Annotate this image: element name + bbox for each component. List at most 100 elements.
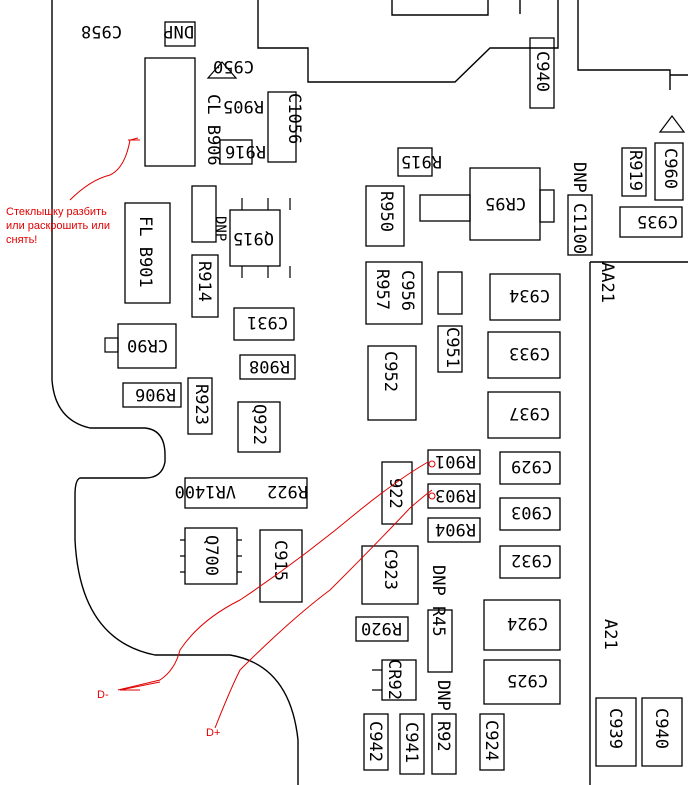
cr95-tab-right [539,189,555,223]
label-q915: Q915 [233,228,274,248]
label-aa21: AA21 [597,262,617,303]
c924b-body [479,713,505,771]
c960-body [654,142,684,201]
c932-body [499,545,561,579]
label-c951: C951 [442,327,462,368]
r92-body [431,713,457,775]
right-outline [577,0,688,90]
ic-region-lines [589,261,688,785]
triangle-marker-icon [206,61,238,79]
r950-body [365,185,405,247]
annotation-arrow-dminus [119,681,161,691]
label-c940: C940 [532,51,552,92]
q915-body [229,209,281,267]
label-r908: R908 [249,356,290,376]
q922-body [237,401,281,453]
label-c942: C942 [365,721,385,762]
c935-body [619,206,683,238]
label-cr90: CR90 [127,335,168,355]
label-c960: C960 [660,148,680,189]
annotation-leader-dplus [214,489,433,729]
label-a21: A21 [600,619,620,650]
c958-pad [164,21,196,47]
c1056-body [267,91,297,163]
label-r957: R957 [372,269,392,310]
label-r906: R906 [135,384,176,404]
label-cr95: CR95 [485,193,526,213]
label-c903: C903 [511,502,552,522]
annotation-dplus-label: D+ [206,727,221,739]
label-c934: C934 [509,285,550,305]
label-r904: R904 [435,519,476,539]
c931-body [233,307,295,341]
r906-body [122,382,182,408]
label-c939: C939 [605,708,625,749]
c939-body [595,697,637,767]
c942-body [363,713,389,771]
label-r950: R950 [376,191,396,232]
cr92-body [381,659,417,701]
label-c931: C931 [247,312,288,332]
label-c937: C937 [509,403,550,423]
label-c932: C932 [511,550,552,570]
q700-pins [180,539,242,573]
r923-body [187,377,213,435]
label-q922: Q922 [249,404,269,445]
label-q700: Q700 [201,535,221,576]
label-cr92: CR92 [384,659,404,700]
r957-body [365,261,423,325]
annotation-note: Стеклышку разбить или раскрошить или сня… [6,205,110,247]
c923-body [361,545,419,605]
label-dnp-r913: DNP [212,216,228,241]
label-c1056: C1056 [284,93,304,144]
label-c933: C933 [509,343,550,363]
r914-pad [191,254,219,318]
label-r914: R914 [194,261,214,302]
c924-body [483,599,561,651]
label-r923: R923 [191,384,211,425]
r919-body [621,147,647,197]
annotation-leader-dminus [117,461,429,691]
c933-body [487,331,561,379]
clb906-body [144,57,196,167]
c941-body [399,713,425,775]
label-r905: R905 [223,96,264,116]
c951-body [437,325,463,373]
flb901-body [124,202,171,304]
label-vr1400: VR1400 [175,481,236,501]
label-clb906: CL B906 [203,94,223,166]
label-922: 922 [385,478,405,509]
label-c935: C935 [637,211,678,231]
shield-outline [257,0,559,83]
label-c925: C925 [507,670,548,690]
label-dnp-r45: DNP R45 [428,565,448,637]
label-r915: R915 [401,151,442,171]
c937-body [487,391,561,439]
r45-body [427,609,453,673]
cr92-pins [372,669,382,691]
c959-small [437,271,463,315]
label-dnp-r92: DNP R92 [433,680,453,752]
label-c915: C915 [270,540,290,581]
label-r922: R922 [267,481,308,501]
cr90-lead [104,337,119,353]
label-r916: R916 [225,141,266,161]
board-outline [51,0,299,785]
r920-body [355,616,409,642]
c934-body [489,273,561,321]
c940-top-body [529,37,555,109]
label-c924b: C924 [481,720,501,761]
annotation-note-line1: Стеклышку разбить [6,206,107,218]
annotation-note-line3: снять! [6,234,38,246]
label-dnp-top: DNP [163,21,194,41]
r916-pad [219,139,253,165]
r908-body [239,354,296,380]
c952-body [367,345,417,421]
c929-body [499,451,561,485]
r904-pad [427,517,481,543]
label-r901: R901 [435,451,476,471]
label-r920: R920 [361,618,402,638]
vr1400-body [184,477,308,509]
r913-body [191,185,217,243]
